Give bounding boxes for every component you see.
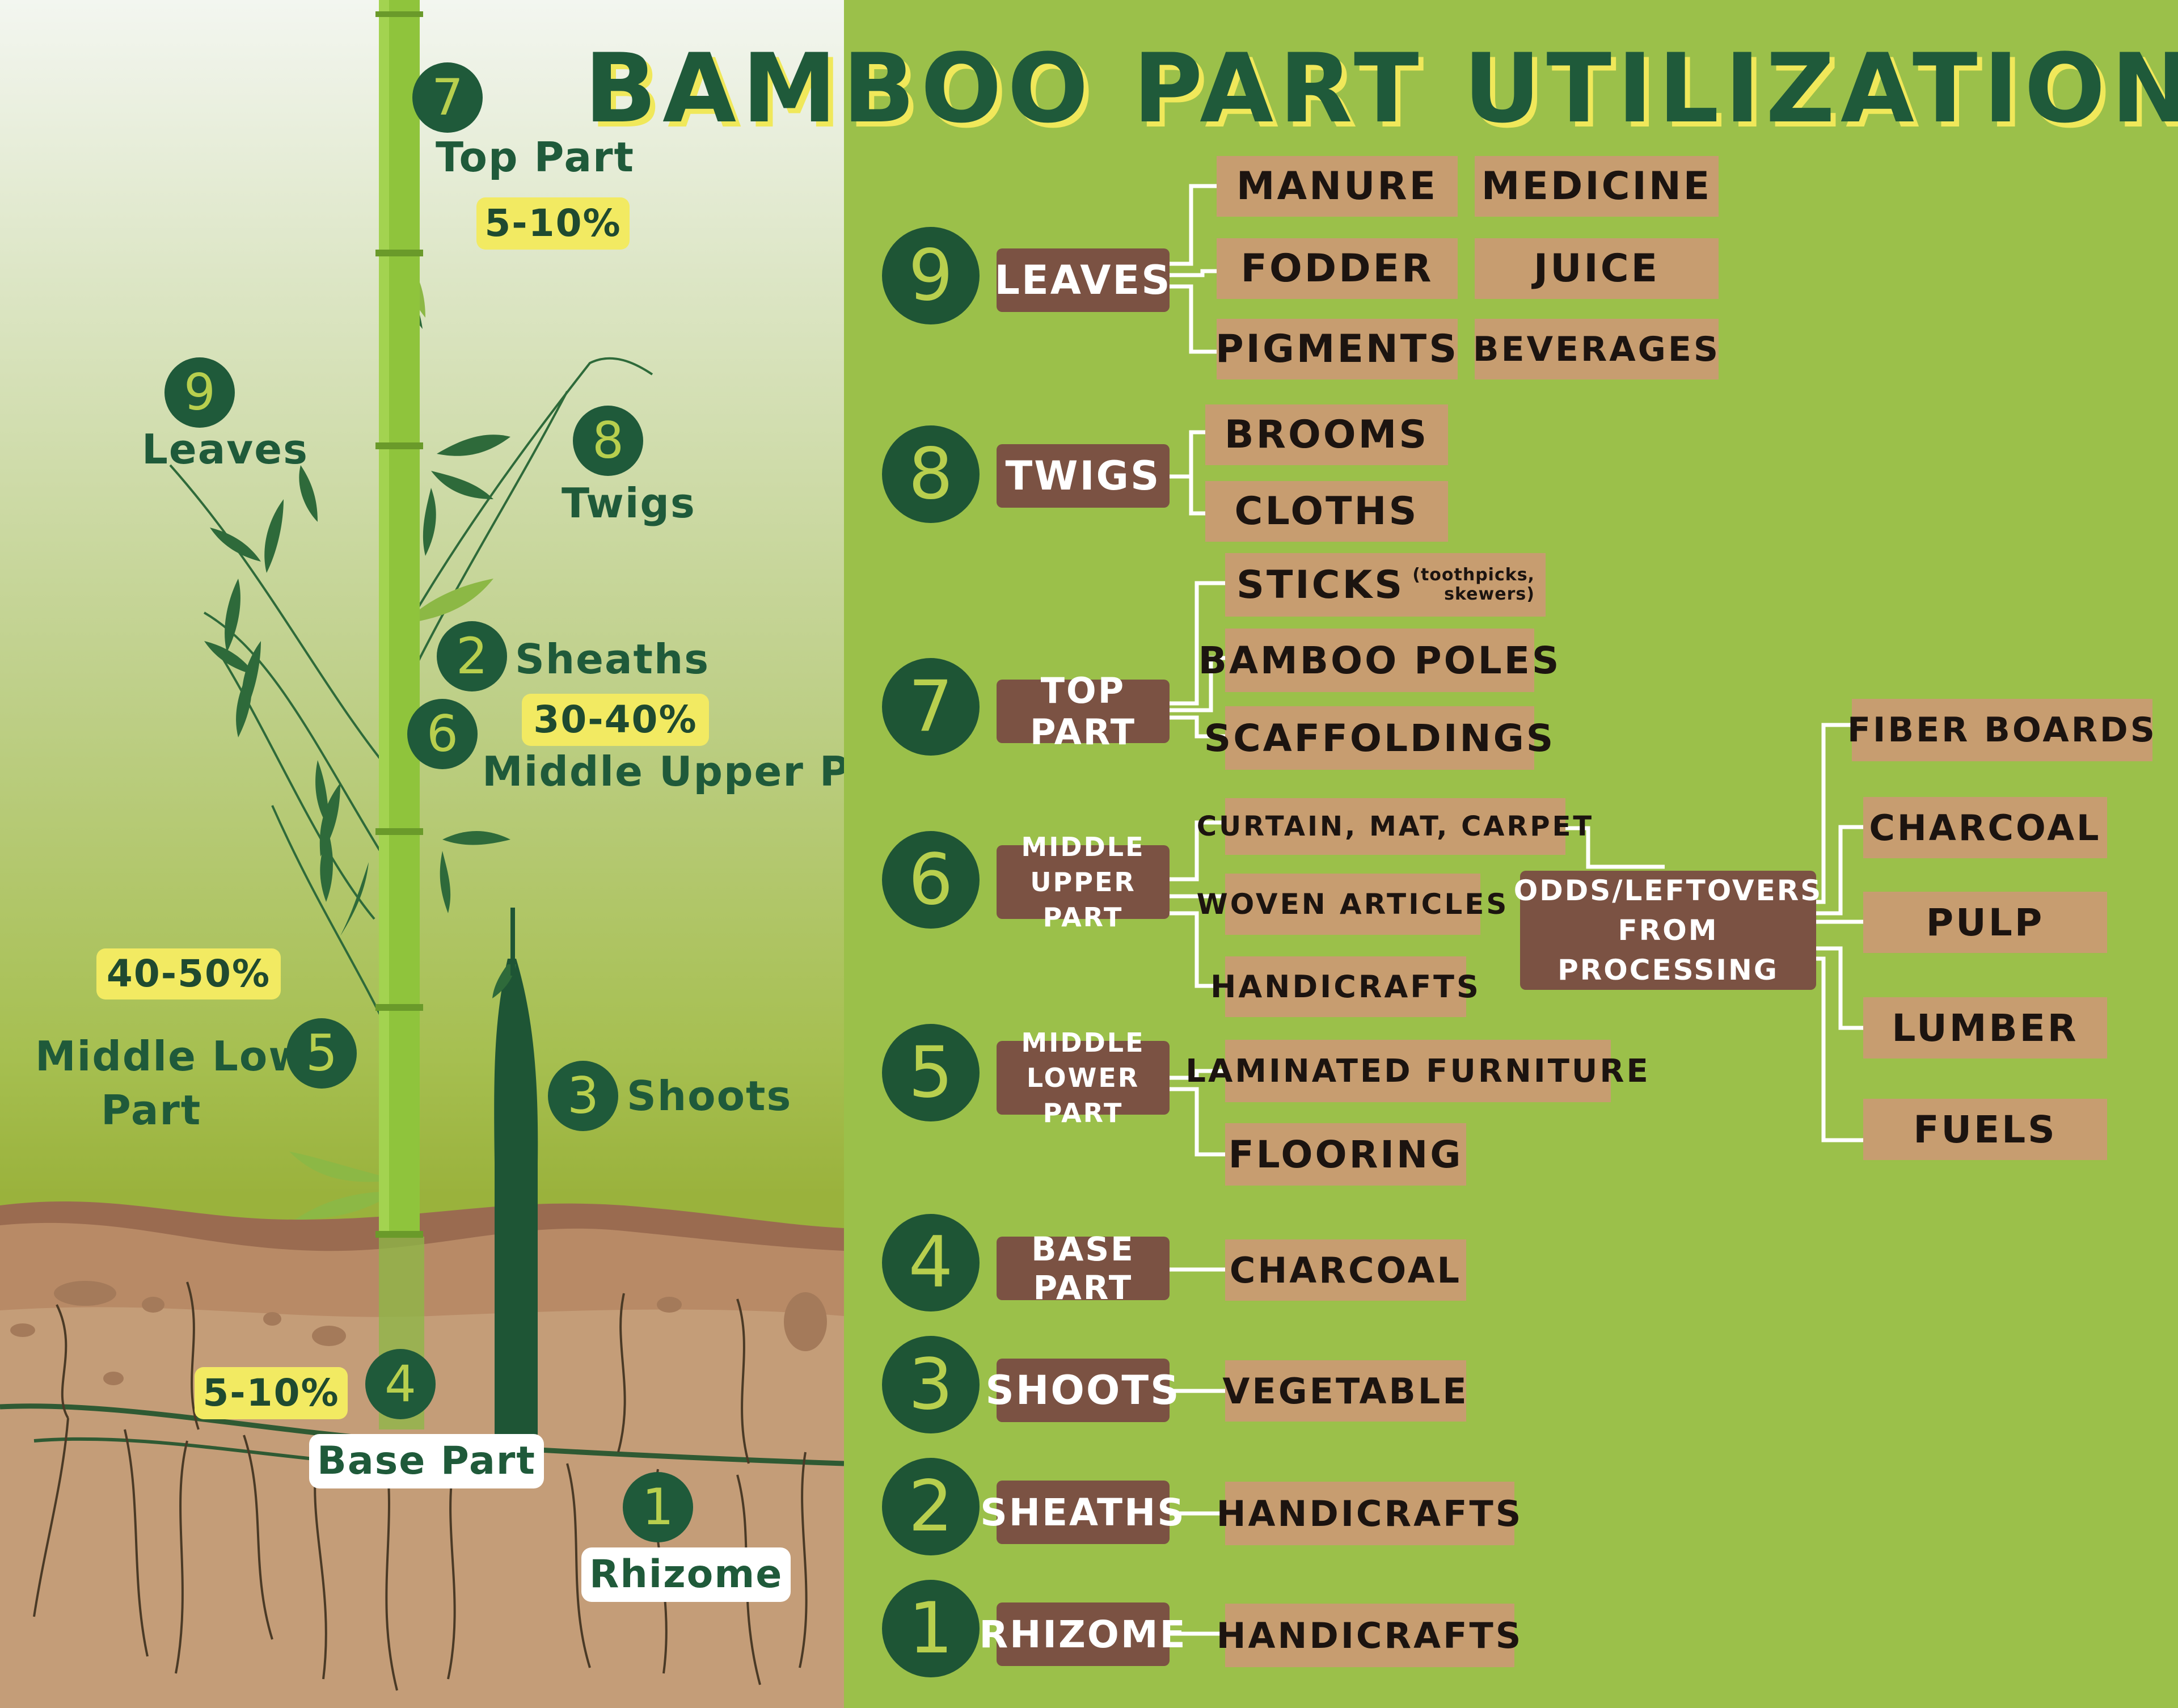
use-beverages: BEVERAGES (1473, 319, 1719, 379)
row-number-9: 9 (882, 227, 980, 324)
percentage-base: 5-10% (195, 1367, 348, 1419)
row-number-8: 8 (882, 425, 980, 523)
category-middle-lower-part: MIDDLE LOWER PART (997, 1027, 1170, 1128)
use-medicine: MEDICINE (1475, 156, 1719, 217)
part-number-7: 7 (412, 62, 483, 133)
use-sticks-label: STICKS (1236, 562, 1405, 608)
category-sheaths: SHEATHS (980, 1481, 1184, 1544)
use-pigments: PIGMENTS (1215, 319, 1458, 379)
category-middle-upper-part: MIDDLE UPPER PART (997, 832, 1170, 933)
part-number-1: 1 (623, 1472, 693, 1542)
use-sticks: STICKS (toothpicks, skewers) (1225, 553, 1546, 617)
percentage-top-part: 5-10% (476, 197, 630, 250)
category-top-part: TOP PART (997, 670, 1170, 753)
use-bamboo-poles: BAMBOO POLES (1198, 629, 1559, 692)
page-title: BAMBOO PART UTILIZATION (584, 33, 2178, 144)
use-sticks-note-line2: skewers) (1444, 584, 1535, 604)
use-pulp: PULP (1863, 892, 2107, 953)
category-base-part: BASE PART (997, 1230, 1170, 1307)
leftovers-line1: ODDS/LEFTOVERS (1513, 874, 1823, 907)
use-handicrafts-middle-upper: HANDICRAFTS (1210, 956, 1479, 1017)
soil-pebbles (10, 1281, 827, 1385)
category-odds-leftovers: ODDS/LEFTOVERS FROM PROCESSING (1514, 871, 1821, 990)
part-label-middle-upper-part: Middle Upper Part (482, 748, 844, 795)
part-label-rhizome: Rhizome (581, 1547, 791, 1602)
use-flooring: FLOORING (1225, 1123, 1466, 1186)
use-handicrafts-sheaths: HANDICRAFTS (1217, 1482, 1521, 1545)
bamboo-stalk (375, 0, 423, 1238)
part-number-8: 8 (573, 406, 643, 476)
use-fuels: FUELS (1863, 1099, 2107, 1160)
use-charcoal-base: CHARCOAL (1225, 1239, 1466, 1301)
leftovers-line2: FROM PROCESSING (1557, 914, 1779, 986)
use-scaffoldings: SCAFFOLDINGS (1204, 706, 1553, 770)
use-sticks-note-line1: (toothpicks, (1412, 565, 1535, 585)
category-middle-upper-line1: MIDDLE (1021, 832, 1145, 862)
part-label-base-part: Base Part (309, 1434, 544, 1488)
use-charcoal-leftovers: CHARCOAL (1863, 797, 2107, 858)
part-number-2: 2 (437, 621, 507, 691)
row-number-7: 7 (882, 658, 980, 756)
use-curtain-mat-carpet: CURTAIN, MAT, CARPET (1197, 798, 1592, 855)
row-number-3: 3 (882, 1336, 980, 1433)
use-brooms: BROOMS (1205, 404, 1448, 465)
category-middle-upper-line2: UPPER PART (1030, 867, 1136, 933)
use-fiber-boards: FIBER BOARDS (1847, 699, 2155, 761)
part-label-top-part: Top Part (436, 133, 635, 181)
bamboo-shoot (492, 908, 538, 1469)
percentage-middle-lower: 40-50% (96, 948, 281, 1000)
use-laminated-furniture: LAMINATED FURNITURE (1185, 1040, 1648, 1102)
part-number-5: 5 (286, 1018, 357, 1089)
part-number-4: 4 (365, 1349, 436, 1419)
use-lumber: LUMBER (1863, 997, 2107, 1058)
row-number-1: 1 (882, 1580, 980, 1677)
row-number-5: 5 (882, 1024, 980, 1121)
use-juice: JUICE (1475, 238, 1719, 299)
category-shoots: SHOOTS (985, 1359, 1179, 1422)
part-label-middle-lower-line2: Part (101, 1086, 202, 1134)
part-label-twigs: Twigs (562, 479, 696, 527)
use-woven-articles: WOVEN ARTICLES (1197, 874, 1506, 935)
use-cloths: CLOTHS (1205, 481, 1448, 542)
category-leaves: LEAVES (994, 248, 1170, 312)
category-middle-lower-line2: LOWER PART (1026, 1062, 1140, 1128)
use-manure: MANURE (1217, 156, 1458, 217)
bamboo-illustration-panel: 7 Top Part 5-10% 9 Leaves 8 Twigs 2 Shea… (0, 0, 844, 1708)
part-label-shoots: Shoots (627, 1072, 792, 1120)
part-number-9: 9 (164, 357, 235, 428)
category-twigs: TWIGS (997, 444, 1170, 508)
use-fodder: FODDER (1217, 238, 1458, 299)
part-number-6: 6 (407, 699, 478, 769)
part-label-sheaths: Sheaths (515, 635, 710, 683)
row-number-6: 6 (882, 831, 980, 929)
category-rhizome: RHIZOME (979, 1602, 1185, 1666)
category-middle-lower-line1: MIDDLE (1021, 1027, 1145, 1058)
row-number-4: 4 (882, 1214, 980, 1311)
use-handicrafts-rhizome: HANDICRAFTS (1217, 1604, 1521, 1667)
row-number-2: 2 (882, 1458, 980, 1555)
part-number-3: 3 (548, 1061, 618, 1131)
use-sticks-note: (toothpicks, skewers) (1412, 566, 1535, 604)
part-label-leaves: Leaves (142, 425, 309, 473)
use-vegetable: VEGETABLE (1222, 1360, 1467, 1422)
percentage-middle-upper: 30-40% (522, 694, 709, 746)
